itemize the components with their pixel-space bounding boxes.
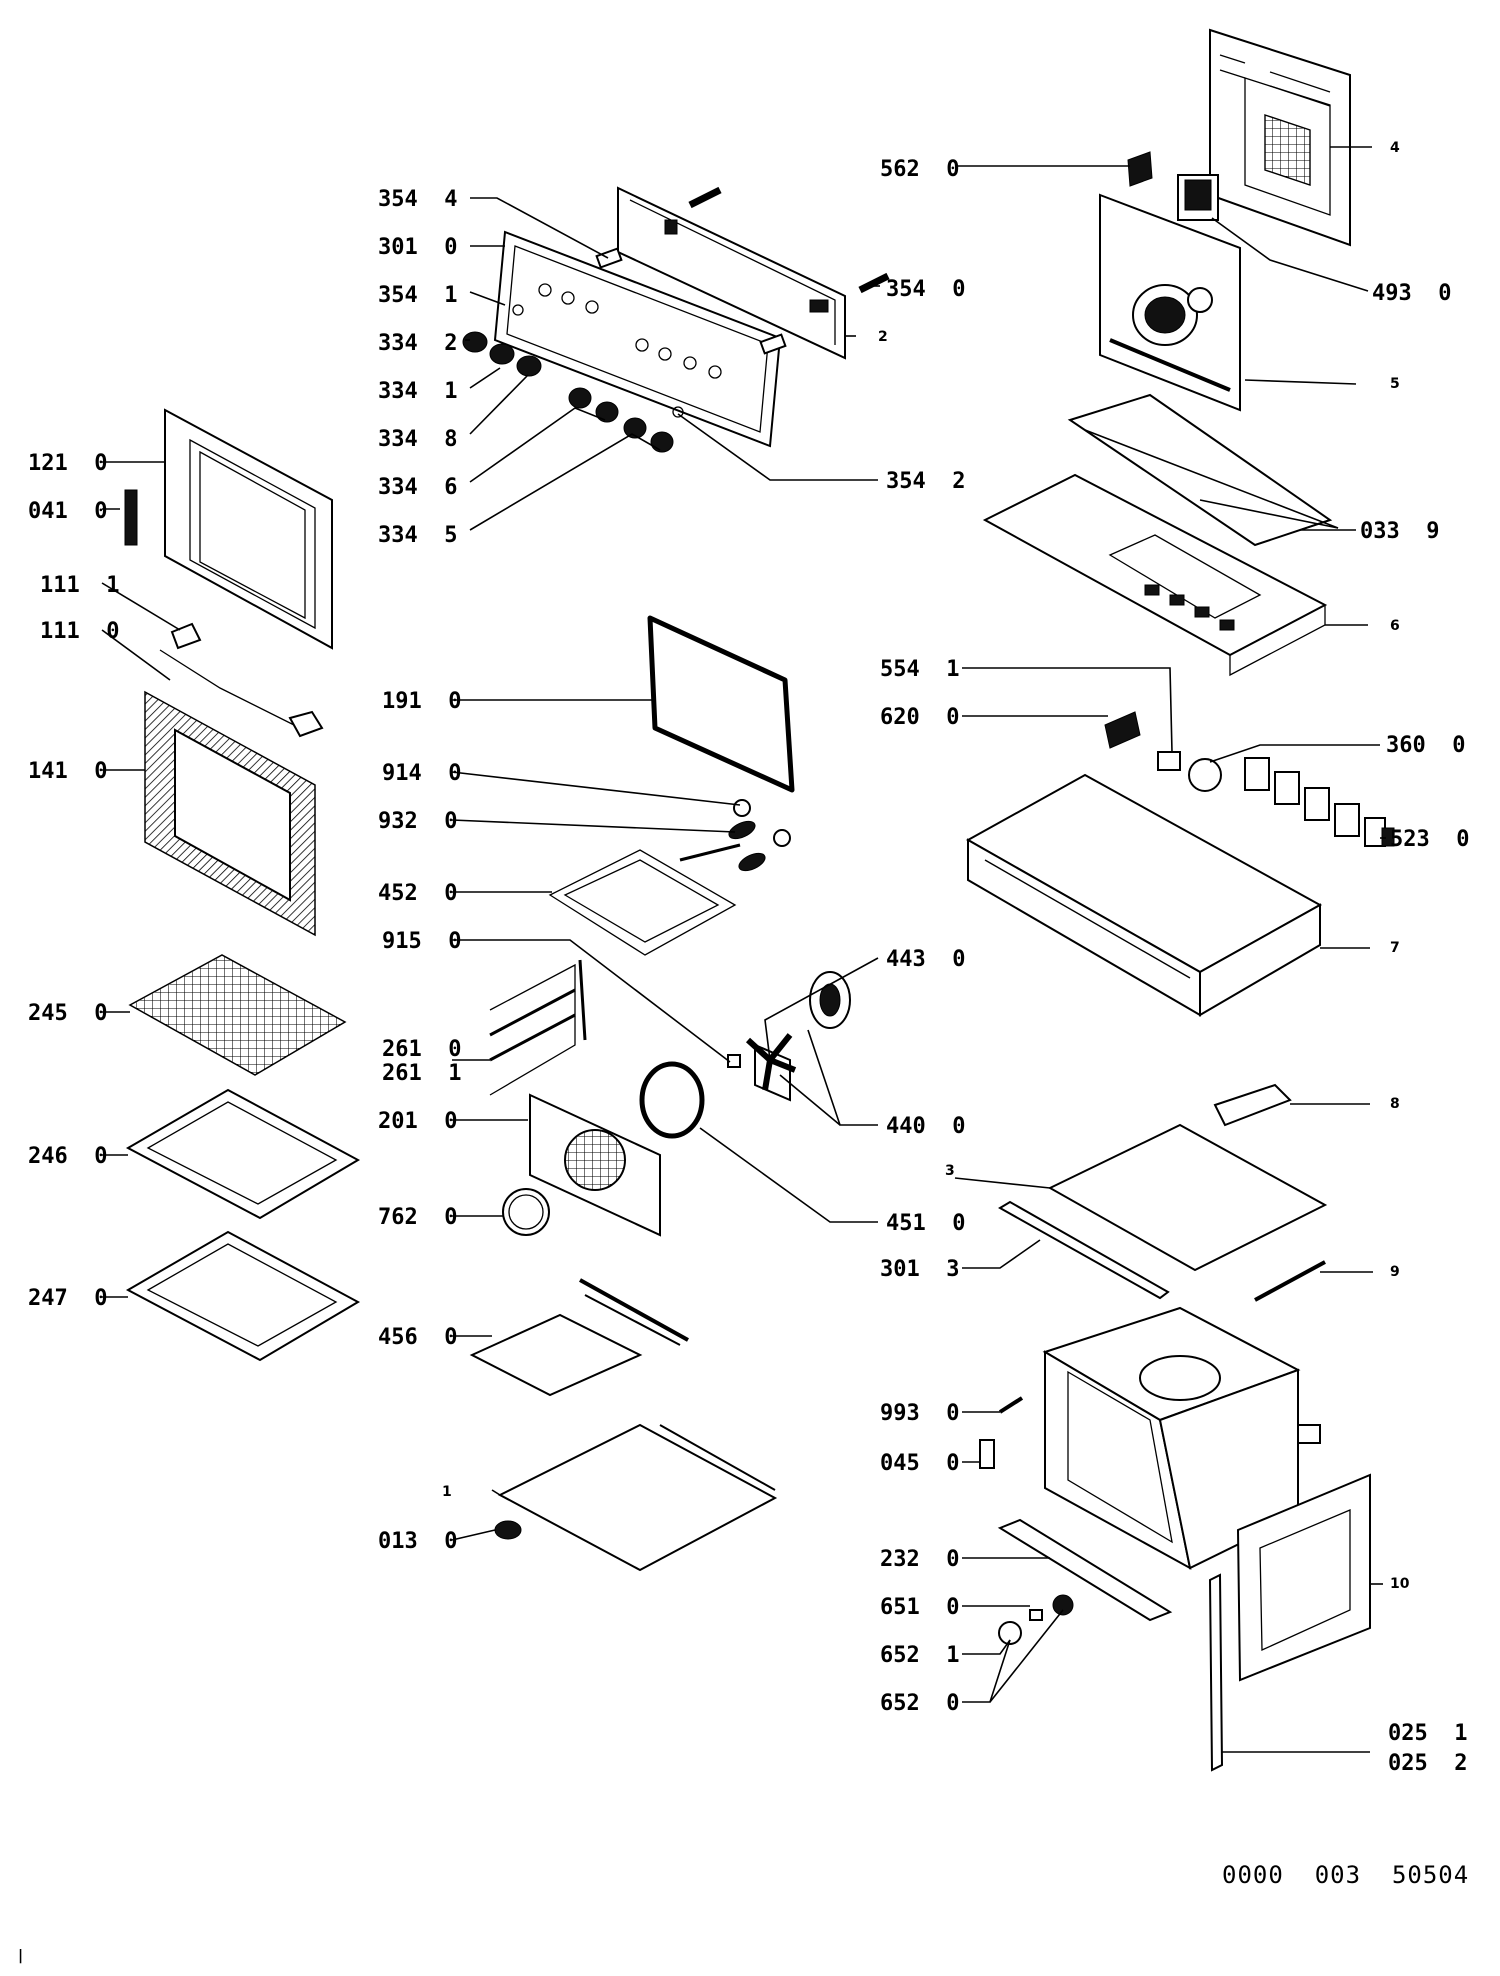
trim-strip bbox=[1254, 1260, 1326, 1302]
wire-shelf bbox=[128, 954, 347, 1076]
callout-334-6: 334 6 bbox=[378, 475, 457, 500]
callout-493-0: 493 0 bbox=[1372, 281, 1451, 306]
callout-932-0: 932 0 bbox=[378, 809, 457, 834]
grill-element bbox=[548, 799, 791, 956]
callout-334-2: 334 2 bbox=[378, 331, 457, 356]
callout-334-8: 334 8 bbox=[378, 427, 457, 452]
ref-10: 10 bbox=[1390, 1576, 1410, 1592]
ref-3: 3 bbox=[945, 1163, 955, 1179]
side-panel bbox=[1047, 1123, 1328, 1272]
callout-452-0: 452 0 bbox=[378, 881, 457, 906]
duct-part bbox=[1213, 1083, 1292, 1127]
document-code: 0000 003 50504 bbox=[1222, 1861, 1469, 1889]
callout-354-2: 354 2 bbox=[886, 469, 965, 494]
oven-door-inner bbox=[124, 408, 333, 650]
baking-tray bbox=[125, 1088, 361, 1220]
callout-191-0: 191 0 bbox=[382, 689, 461, 714]
callout-261-0: 261 0 bbox=[382, 1037, 461, 1062]
leader-lines bbox=[101, 146, 1386, 1753]
callout-201-0: 201 0 bbox=[378, 1109, 457, 1134]
callout-245-0: 245 0 bbox=[28, 1001, 107, 1026]
callout-045-0: 045 0 bbox=[880, 1451, 959, 1476]
knobs bbox=[462, 304, 684, 453]
callout-354-4: 354 4 bbox=[378, 187, 457, 212]
callout-111-1: 111 1 bbox=[40, 573, 119, 598]
corner-mark: | bbox=[18, 1948, 23, 1964]
control-panel-frame bbox=[617, 186, 846, 360]
callout-915-0: 915 0 bbox=[382, 929, 461, 954]
foot bbox=[494, 1520, 522, 1540]
callout-451-0: 451 0 bbox=[886, 1211, 965, 1236]
callout-301-0: 301 0 bbox=[378, 235, 457, 260]
callout-620-0: 620 0 bbox=[880, 705, 959, 730]
small-fittings bbox=[979, 1396, 1173, 1645]
callout-354-1: 354 1 bbox=[378, 283, 457, 308]
callout-025-2: 025 2 bbox=[1388, 1751, 1467, 1776]
side-trim bbox=[1208, 1573, 1224, 1772]
switch-components bbox=[1104, 711, 1395, 847]
callout-554-1: 554 1 bbox=[880, 657, 959, 682]
door-gasket bbox=[647, 615, 795, 793]
callout-993-0: 993 0 bbox=[880, 1401, 959, 1426]
door-frame bbox=[1236, 1473, 1371, 1682]
callout-013-0: 013 0 bbox=[378, 1529, 457, 1554]
callout-651-0: 651 0 bbox=[880, 1595, 959, 1620]
callout-261-1: 261 1 bbox=[382, 1061, 461, 1086]
callout-041-0: 041 0 bbox=[28, 499, 107, 524]
ref-1: 1 bbox=[442, 1484, 452, 1500]
callout-652-1: 652 1 bbox=[880, 1643, 959, 1668]
shelf-supports bbox=[489, 959, 587, 1096]
callout-025-1: 025 1 bbox=[1388, 1721, 1467, 1746]
control-panel-front bbox=[493, 230, 782, 448]
callout-141-0: 141 0 bbox=[28, 759, 107, 784]
callout-301-3: 301 3 bbox=[880, 1257, 959, 1282]
bottom-plate bbox=[497, 1423, 778, 1572]
thermal-fuse bbox=[1127, 151, 1153, 187]
callout-246-0: 246 0 bbox=[28, 1144, 107, 1169]
ref-8: 8 bbox=[1390, 1096, 1400, 1112]
callout-523-0: 523 0 bbox=[1390, 827, 1469, 852]
ref-9: 9 bbox=[1390, 1264, 1400, 1280]
drip-tray bbox=[125, 1230, 361, 1362]
control-housing bbox=[965, 773, 1323, 1017]
callout-652-0: 652 0 bbox=[880, 1691, 959, 1716]
back-cover bbox=[1209, 28, 1351, 247]
callout-440-0: 440 0 bbox=[886, 1114, 965, 1139]
transformer bbox=[1177, 174, 1219, 221]
bottom-element bbox=[469, 1278, 689, 1397]
rear-wall bbox=[1099, 193, 1241, 412]
pin-parts bbox=[595, 186, 890, 355]
guide-rail bbox=[998, 1200, 1170, 1300]
callout-labels: 354 4 301 0 354 1 334 2 334 1 334 8 334 … bbox=[28, 157, 1469, 1776]
callout-111-0: 111 0 bbox=[40, 619, 119, 644]
callout-334-1: 334 1 bbox=[378, 379, 457, 404]
callout-232-0: 232 0 bbox=[880, 1547, 959, 1572]
door-outer-glass bbox=[144, 690, 316, 937]
callout-562-0: 562 0 bbox=[880, 157, 959, 182]
ref-7: 7 bbox=[1390, 940, 1400, 956]
lamp-cover bbox=[502, 1188, 550, 1236]
callout-443-0: 443 0 bbox=[886, 947, 965, 972]
reference-numbers: 1 2 3 4 5 6 7 8 9 10 bbox=[442, 140, 1410, 1592]
callout-914-0: 914 0 bbox=[382, 761, 461, 786]
circular-element bbox=[639, 1061, 705, 1139]
callout-762-0: 762 0 bbox=[378, 1205, 457, 1230]
callout-121-0: 121 0 bbox=[28, 451, 107, 476]
callout-360-0: 360 0 bbox=[1386, 733, 1465, 758]
ref-2: 2 bbox=[878, 329, 888, 345]
top-cover bbox=[982, 473, 1328, 677]
oven-cavity bbox=[1042, 1306, 1321, 1570]
ref-5: 5 bbox=[1390, 376, 1400, 392]
callout-334-5: 334 5 bbox=[378, 523, 457, 548]
fan-cover bbox=[529, 1093, 661, 1237]
callout-247-0: 247 0 bbox=[28, 1286, 107, 1311]
ref-4: 4 bbox=[1390, 140, 1400, 156]
ref-6: 6 bbox=[1390, 618, 1400, 634]
callout-456-0: 456 0 bbox=[378, 1325, 457, 1350]
callout-354-0: 354 0 bbox=[886, 277, 965, 302]
fan-motor bbox=[727, 971, 851, 1102]
callout-033-9: 033 9 bbox=[1360, 519, 1439, 544]
